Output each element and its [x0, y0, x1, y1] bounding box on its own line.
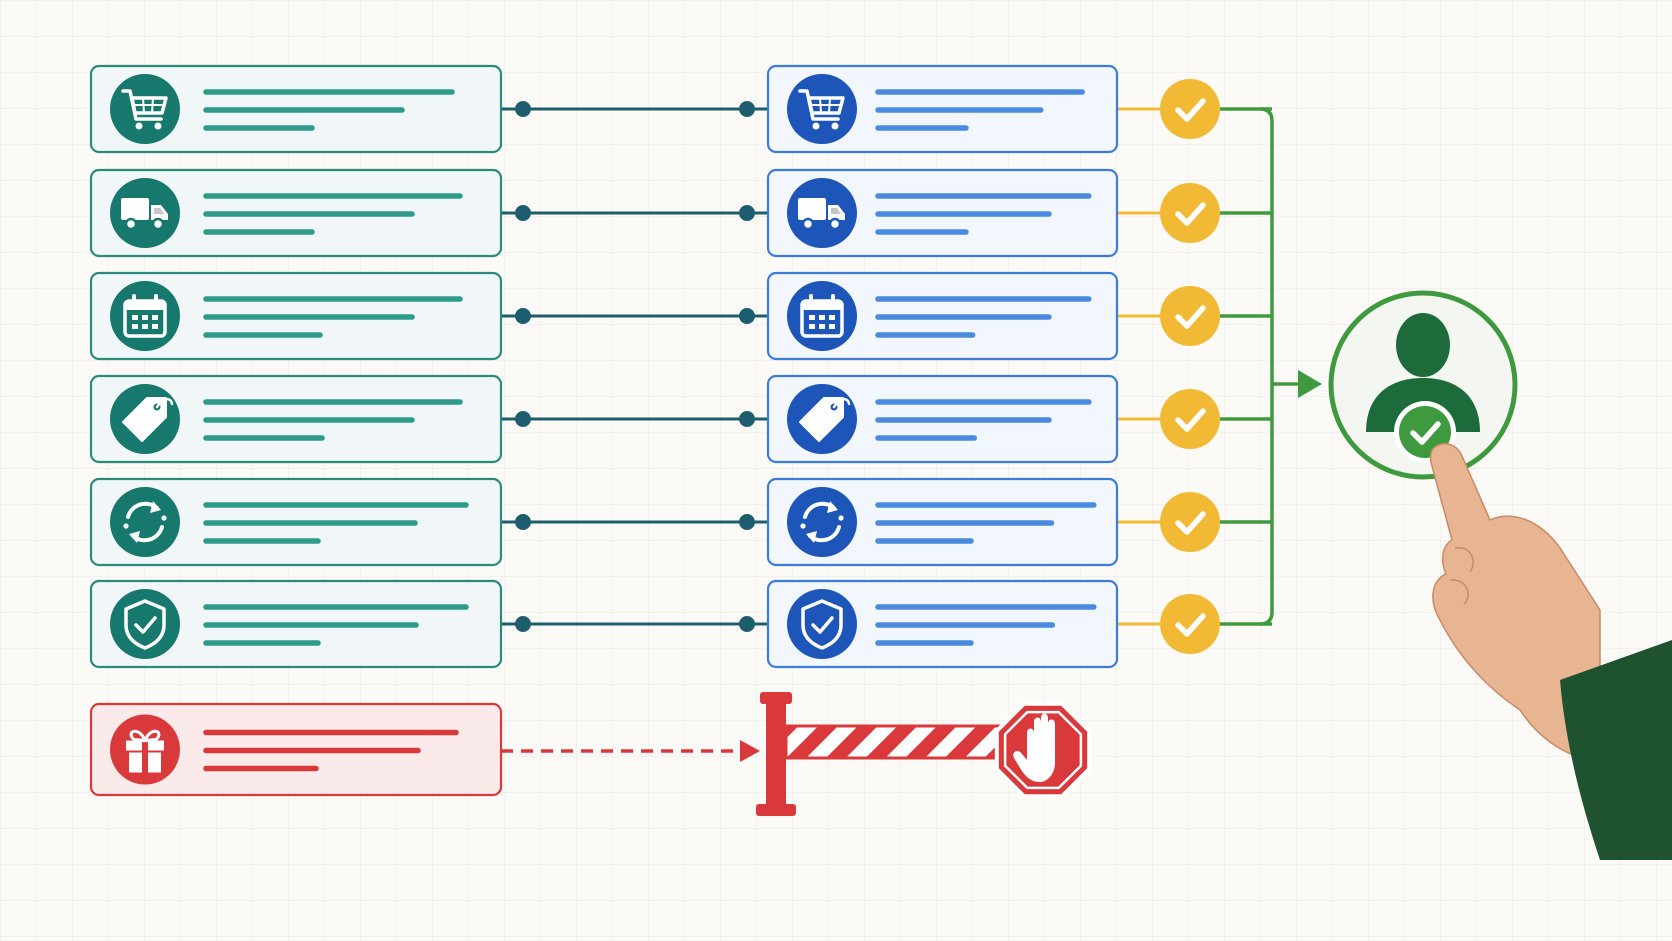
price-tag-icon [787, 384, 857, 454]
gift-icon [110, 714, 180, 785]
shopping-cart-icon [110, 74, 180, 144]
check-badge-icon [1160, 286, 1220, 346]
connector-node [739, 101, 755, 117]
source-card [89, 64, 503, 154]
target-card [766, 579, 1119, 669]
source-card [89, 271, 503, 361]
source-card [89, 374, 503, 464]
delivery-truck-icon [110, 178, 180, 248]
source-card [89, 477, 503, 567]
arrow-right-icon [740, 740, 760, 762]
shopping-cart-icon [787, 74, 857, 144]
target-card [766, 64, 1119, 154]
mapping-connector [501, 205, 768, 221]
connector-node [515, 205, 531, 221]
check-badge-icon [1160, 492, 1220, 552]
mapping-connector [501, 616, 768, 632]
connector-node [739, 514, 755, 530]
connector-node [739, 411, 755, 427]
pointing-hand-icon [1429, 443, 1672, 860]
connector-node [515, 411, 531, 427]
check-badge-icon [1160, 79, 1220, 139]
arrow-right-icon [1298, 370, 1322, 398]
verified-user-icon [1328, 290, 1518, 480]
connector-node [515, 101, 531, 117]
connector-node [739, 205, 755, 221]
connector-node [739, 616, 755, 632]
stop-hand-icon [994, 701, 1092, 799]
check-badge-icon [1160, 389, 1220, 449]
target-card [766, 271, 1119, 361]
merge-trunk [1259, 107, 1274, 626]
barrier-gate-icon [756, 692, 1008, 816]
shield-check-icon [110, 589, 180, 659]
refresh-cycle-icon [110, 487, 180, 557]
connector-node [515, 514, 531, 530]
mapping-connector [501, 411, 768, 427]
source-card [89, 168, 503, 258]
target-card [766, 168, 1119, 258]
price-tag-icon [110, 384, 180, 454]
connector-node [515, 308, 531, 324]
connector-node [515, 616, 531, 632]
calendar-icon [110, 281, 180, 351]
delivery-truck-icon [787, 178, 857, 248]
refresh-cycle-icon [787, 487, 857, 557]
shield-check-icon [787, 589, 857, 659]
blocked-card [89, 702, 503, 797]
mapping-connector [501, 514, 768, 530]
check-badge-icon [1160, 183, 1220, 243]
target-card [766, 477, 1119, 567]
mapping-connector [501, 308, 768, 324]
connector-node [739, 308, 755, 324]
calendar-icon [787, 281, 857, 351]
source-card [89, 579, 503, 669]
mapping-connector [501, 101, 768, 117]
check-badge-icon [1160, 594, 1220, 654]
target-card [766, 374, 1119, 464]
